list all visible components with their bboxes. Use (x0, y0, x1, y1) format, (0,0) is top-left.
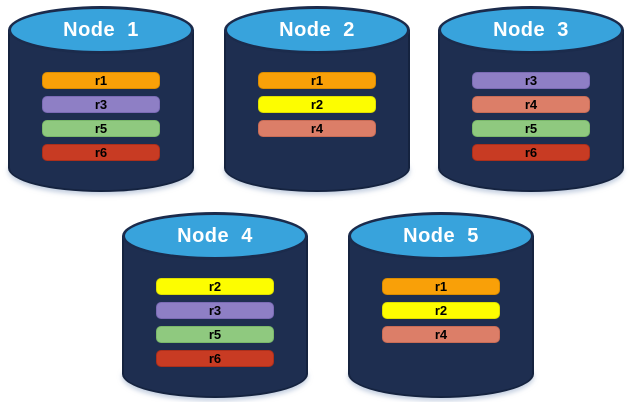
database-node-4: Node 4 r2 r3 r5 r6 (122, 212, 308, 398)
replica-bar-r2: r2 (156, 278, 274, 295)
replica-bar-r3: r3 (472, 72, 590, 89)
cylinder-top: Node 1 (8, 6, 194, 54)
replica-list: r1 r2 r4 (258, 72, 376, 144)
node-title: Node 5 (403, 224, 479, 247)
node-title: Node 4 (177, 224, 253, 247)
replica-bar-r1: r1 (382, 278, 500, 295)
replica-list: r1 r3 r5 r6 (42, 72, 160, 168)
cylinder-top: Node 2 (224, 6, 410, 54)
replica-list: r1 r2 r4 (382, 278, 500, 350)
replica-bar-r5: r5 (42, 120, 160, 137)
replica-bar-r1: r1 (258, 72, 376, 89)
database-node-1: Node 1 r1 r3 r5 r6 (8, 6, 194, 192)
node-title: Node 3 (493, 18, 569, 41)
database-node-5: Node 5 r1 r2 r4 (348, 212, 534, 398)
replica-bar-r3: r3 (156, 302, 274, 319)
database-node-2: Node 2 r1 r2 r4 (224, 6, 410, 192)
cylinder-top: Node 4 (122, 212, 308, 260)
replica-bar-r5: r5 (472, 120, 590, 137)
replica-bar-r6: r6 (156, 350, 274, 367)
replica-bar-r6: r6 (42, 144, 160, 161)
cylinder-top: Node 5 (348, 212, 534, 260)
replica-bar-r2: r2 (258, 96, 376, 113)
replica-bar-r4: r4 (382, 326, 500, 343)
replica-bar-r2: r2 (382, 302, 500, 319)
cylinder-top: Node 3 (438, 6, 624, 54)
replica-bar-r1: r1 (42, 72, 160, 89)
replica-bar-r5: r5 (156, 326, 274, 343)
replica-list: r3 r4 r5 r6 (472, 72, 590, 168)
database-node-3: Node 3 r3 r4 r5 r6 (438, 6, 624, 192)
node-title: Node 1 (63, 18, 139, 41)
replica-bar-r4: r4 (472, 96, 590, 113)
replica-bar-r6: r6 (472, 144, 590, 161)
replica-bar-r4: r4 (258, 120, 376, 137)
replica-bar-r3: r3 (42, 96, 160, 113)
replica-list: r2 r3 r5 r6 (156, 278, 274, 374)
node-title: Node 2 (279, 18, 355, 41)
